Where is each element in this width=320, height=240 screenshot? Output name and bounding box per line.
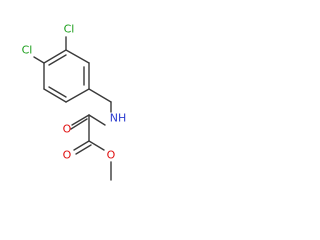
c-cl-bond-left [33, 56, 45, 64]
ring-inner-double-bond [48, 54, 67, 66]
ester-c-o-double-bond [73, 140, 90, 151]
ring-bond [65, 88, 90, 103]
ester-c-o-single-bond [88, 140, 105, 151]
chemical-structure: Cl Cl NH O O O [22, 23, 127, 181]
ester-ether-oxygen-label: O [107, 149, 116, 162]
n-carbonyl-bond [88, 114, 106, 126]
ring-bond [65, 49, 90, 64]
ester-carbonyl-oxygen-label: O [63, 149, 72, 162]
nitrogen-label: NH [110, 112, 127, 125]
benzene-ring [43, 49, 90, 103]
chlorine-label-left: Cl [22, 44, 33, 57]
ester-c-o-double-bond [75, 144, 92, 155]
ring-ch2-bond [88, 88, 112, 103]
amide-c-o-double-bond [71, 114, 90, 126]
ring-inner-double-bond [48, 86, 67, 98]
chlorine-label-upper: Cl [64, 23, 75, 36]
amide-oxygen-label: O [63, 123, 72, 136]
ring-bond [43, 88, 67, 103]
ring-bond [43, 49, 67, 64]
amide-c-o-double-bond [70, 118, 88, 130]
